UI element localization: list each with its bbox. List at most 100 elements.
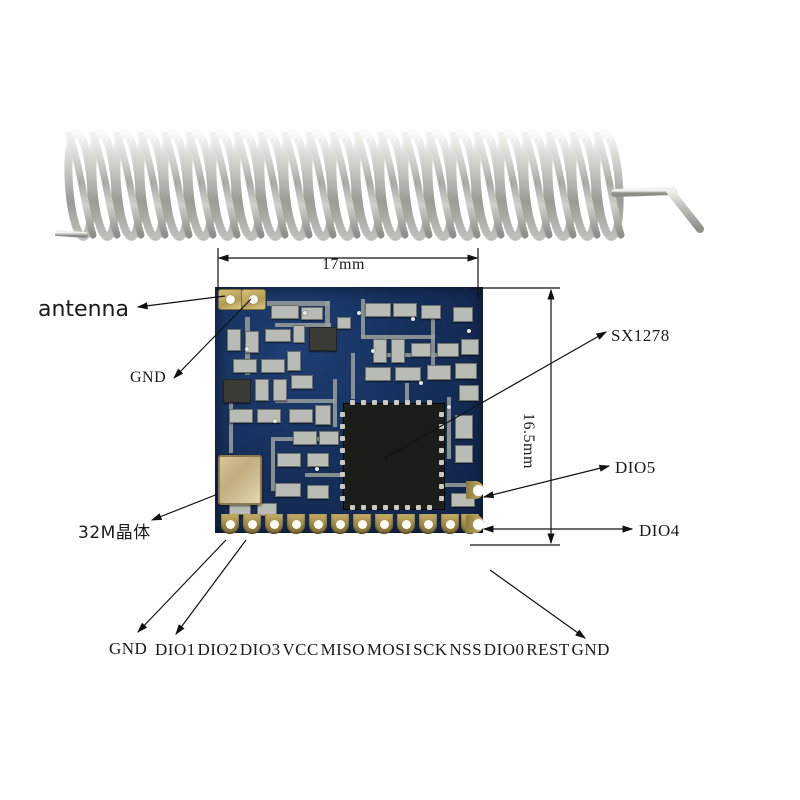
pin-label: DIO3 [239, 640, 281, 659]
callout-dio5 [482, 464, 611, 499]
pin-label: MOSI [366, 640, 412, 659]
castellated-pin [441, 514, 459, 534]
trace [305, 473, 365, 477]
antenna-pad-hole [226, 295, 235, 304]
smd-component [427, 365, 451, 380]
smd-component [319, 431, 339, 445]
smd-ic [223, 379, 251, 403]
trace [333, 379, 337, 427]
smd-component [411, 343, 431, 357]
castellated-pin [419, 514, 437, 534]
smd-component [227, 329, 241, 351]
via [447, 405, 451, 409]
pin-label-row: DIO1 DIO2 DIO3 VCC MISO MOSI SCK NSS DIO… [155, 640, 610, 660]
smd-component [459, 385, 479, 401]
pin-label: DIO0 [483, 640, 525, 659]
trace [325, 301, 330, 335]
smd-component [293, 325, 305, 343]
smd-component [307, 485, 329, 499]
via [411, 317, 415, 321]
castellated-pin [243, 514, 261, 534]
trace [229, 399, 233, 453]
gnd-pad [241, 289, 266, 310]
label-width-dimension: 17mm [322, 256, 365, 273]
castellated-pin [331, 514, 349, 534]
via [371, 349, 375, 353]
castellated-pin [353, 514, 371, 534]
smd-component [301, 307, 323, 320]
trace [267, 301, 329, 306]
label-gnd-bottom: GND [109, 639, 148, 658]
antenna-lead-wire [611, 187, 704, 233]
smd-component [393, 303, 417, 317]
via [419, 381, 423, 385]
trace [275, 399, 335, 403]
via [357, 311, 361, 315]
via [467, 329, 471, 333]
trace [361, 299, 365, 339]
antenna-coils-front [65, 131, 625, 239]
smd-component [293, 431, 317, 445]
callout-gnd-bottom [137, 539, 227, 633]
smd-component [453, 307, 473, 322]
pin-label: DIO1 [155, 640, 196, 659]
smd-component [271, 305, 299, 319]
smd-component [257, 409, 281, 423]
label-antenna: antenna [38, 297, 129, 322]
callout-antenna [136, 295, 226, 310]
pin-label: VCC [282, 640, 319, 659]
gnd-pad-hole [249, 295, 258, 304]
smd-component [395, 367, 421, 381]
smd-component [277, 453, 301, 467]
castellated-pin [375, 514, 393, 534]
sx1278-module-pcb [215, 287, 484, 534]
label-gnd-top: GND [130, 369, 167, 386]
antenna-left-stub [54, 230, 88, 238]
smd-component [461, 339, 479, 355]
32m-crystal [218, 455, 262, 505]
smd-component [307, 453, 329, 467]
castellated-pin-dio5 [466, 481, 484, 499]
smd-component [365, 303, 391, 317]
spring-antenna [54, 125, 715, 245]
smd-component [273, 379, 287, 401]
label-dio5: DIO5 [615, 458, 656, 477]
castellated-pin [287, 514, 305, 534]
trace [351, 353, 355, 399]
callout-dio1 [175, 539, 247, 635]
smd-component [287, 351, 301, 371]
smd-component [265, 329, 291, 342]
smd-component [391, 339, 405, 363]
label-sx1278: SX1278 [611, 326, 670, 345]
smd-component [455, 415, 473, 439]
smd-component [275, 483, 301, 497]
castellated-pin-dio4 [466, 515, 484, 533]
antenna-pad [218, 289, 243, 310]
via [245, 347, 249, 351]
dimension-height [470, 287, 560, 546]
smd-component [421, 305, 441, 319]
smd-component [437, 343, 459, 357]
via [315, 467, 319, 471]
pin-label: GND [571, 640, 610, 659]
via [273, 419, 277, 423]
callout-gnd-right [489, 569, 586, 639]
smd-component [255, 379, 269, 401]
via [303, 311, 307, 315]
castellated-pin [265, 514, 283, 534]
smd-component [365, 367, 391, 381]
pin-label: SCK [413, 640, 448, 659]
smd-component [233, 359, 257, 373]
pin-label: NSS [449, 640, 483, 659]
smd-component [315, 405, 331, 425]
smd-component [455, 445, 473, 463]
antenna-svg [54, 129, 704, 241]
smd-component [455, 363, 477, 379]
sx1278-chip [340, 400, 445, 510]
smd-component [373, 339, 387, 363]
smd-component [291, 375, 313, 389]
label-32m-crystal: 32M晶体 [78, 523, 151, 543]
callout-crystal [150, 493, 219, 521]
castellated-pin [221, 514, 239, 534]
